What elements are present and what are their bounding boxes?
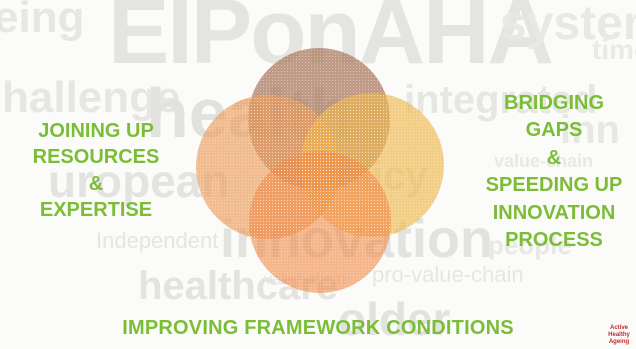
right-label-line: INNOVATION bbox=[492, 201, 616, 224]
right-label-line: GAPS bbox=[525, 119, 583, 142]
background-word: people bbox=[488, 230, 572, 260]
corner-logo-line: Active bbox=[609, 325, 628, 331]
background-word: value-chain bbox=[494, 151, 594, 171]
corner-logo: Active Healthy Ageing bbox=[606, 325, 632, 345]
background-word: eing bbox=[0, 0, 85, 42]
background-word: Independent bbox=[96, 228, 219, 253]
left-label-line: JOINING UP bbox=[38, 120, 154, 142]
background-word: older bbox=[338, 293, 451, 345]
right-label: BRIDGING GAPS & SPEEDING UP INNOVATION P… bbox=[466, 90, 636, 254]
background-word: systeme bbox=[500, 0, 636, 50]
bottom-label: IMPROVING FRAMEWORK CONDITIONS bbox=[122, 317, 514, 339]
right-label-line: & bbox=[546, 146, 562, 169]
background-word: inn bbox=[560, 108, 620, 152]
right-label-line: PROCESS bbox=[505, 228, 603, 251]
background-word: pro-value-chain bbox=[372, 262, 524, 287]
right-label-line: SPEEDING UP bbox=[485, 174, 623, 197]
left-label-line: EXPERTISE bbox=[39, 199, 153, 222]
right-label-line: BRIDGING bbox=[504, 92, 604, 114]
background-word: time bbox=[592, 34, 636, 65]
corner-logo-line: Ageing bbox=[608, 339, 630, 345]
background-word: hallenge bbox=[2, 73, 181, 122]
left-label-line: RESOURCES bbox=[32, 146, 160, 169]
venn-texture-bottom bbox=[249, 151, 391, 293]
left-label-line: & bbox=[88, 172, 104, 195]
corner-logo-line: Healthy bbox=[608, 332, 630, 338]
left-label: JOINING UP RESOURCES & EXPERTISE bbox=[10, 118, 182, 224]
background-word: integrated bbox=[404, 78, 598, 122]
